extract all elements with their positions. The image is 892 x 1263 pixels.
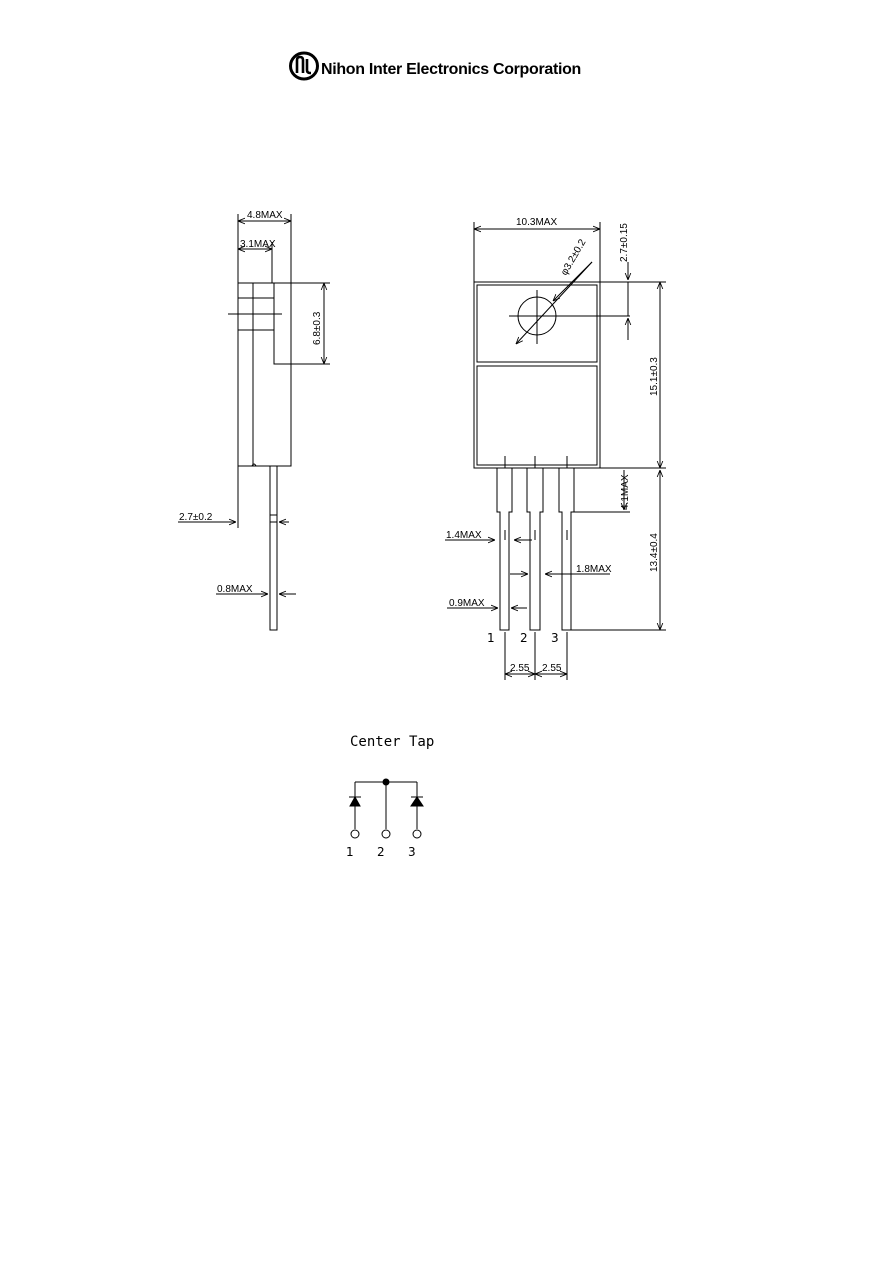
terminal-3 [412, 829, 422, 839]
dim-pitch-right: 2.55 [542, 663, 562, 674]
pin-label-2: 2 [520, 631, 528, 645]
schematic-pin-2: 2 [377, 845, 385, 859]
front-view [445, 222, 666, 680]
dim-pitch-left: 2.55 [510, 663, 530, 674]
dim-shoulder-length: 4.1MAX [620, 474, 631, 510]
dim-body-height: 15.1±0.3 [649, 357, 660, 396]
dim-overall-thickness: 4.8MAX [247, 210, 283, 221]
schematic-pin-1: 1 [346, 845, 354, 859]
diode-left-icon [349, 795, 361, 807]
dim-body-thickness: 3.1MAX [240, 239, 276, 250]
terminal-1 [350, 829, 360, 839]
dim-tab-hole-height: 6.8±0.3 [312, 311, 323, 345]
dim-hole-center: 2.7±0.15 [619, 223, 630, 262]
dim-shoulder-width: 1.4MAX [446, 530, 482, 541]
dim-lead-length: 13.4±0.4 [649, 533, 660, 572]
diode-right-icon [410, 796, 424, 807]
nie-logo-icon [289, 51, 319, 81]
side-view [178, 214, 330, 631]
dim-body-width: 10.3MAX [516, 217, 557, 228]
schematic-title: Center Tap [350, 734, 434, 750]
center-tap-schematic [349, 778, 424, 839]
dim-lead-width: 0.9MAX [449, 598, 485, 609]
pin-label-3: 3 [551, 631, 559, 645]
dim-hole-diameter: φ3.2±0.2 [559, 237, 589, 277]
dim-shoulder-width-right: 1.8MAX [576, 564, 612, 575]
schematic-pin-3: 3 [408, 845, 416, 859]
pin-label-1: 1 [487, 631, 495, 645]
terminal-2 [381, 829, 391, 839]
company-name: Nihon Inter Electronics Corporation [321, 61, 581, 78]
dim-lead-thickness: 0.8MAX [217, 584, 253, 595]
company-header: Nihon Inter Electronics Corporation [289, 51, 581, 81]
dim-lead-offset: 2.7±0.2 [179, 512, 213, 523]
